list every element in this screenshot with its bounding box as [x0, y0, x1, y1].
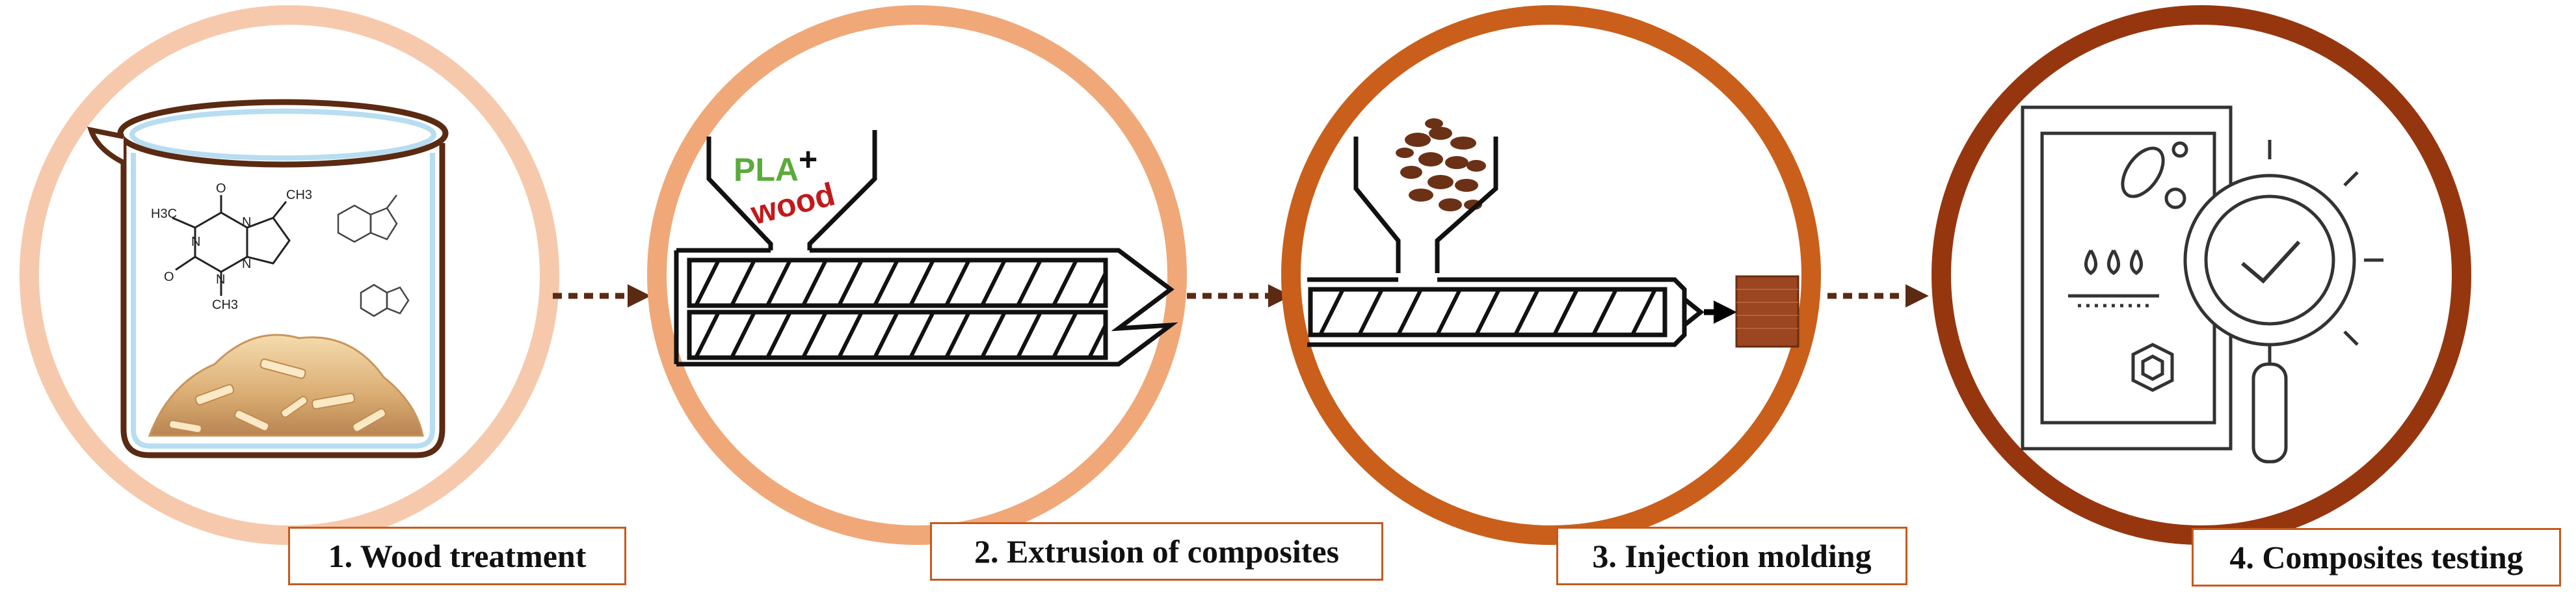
- chem-label-ch3-b: CH3: [212, 298, 238, 312]
- injection-molding-icon: [1307, 118, 1799, 348]
- step-1-group: O O N N N N CH3 H3C CH3: [20, 5, 559, 545]
- step-4-label: 4. Composites testing: [2192, 528, 2561, 587]
- step-3-ring: [1281, 5, 1821, 545]
- step-2-label: 2. Extrusion of composites: [930, 522, 1383, 581]
- chem-label-n1: N: [191, 235, 200, 249]
- step-2-group: PLA + wood: [647, 5, 1187, 545]
- extruder-text-plus: +: [799, 141, 817, 178]
- twin-screw-extruder-icon: [674, 130, 1178, 367]
- step-3-label: 3. Injection molding: [1556, 527, 1907, 585]
- chem-label-n4: N: [242, 257, 251, 271]
- chem-label-n2: N: [216, 272, 225, 287]
- chem-label-o1: O: [216, 181, 226, 196]
- step-1-label: 1. Wood treatment: [288, 527, 626, 585]
- extruder-text-pla: PLA: [734, 152, 799, 188]
- beaker-icon: O O N N N N CH3 H3C CH3: [87, 99, 449, 458]
- molded-block: [1735, 275, 1799, 348]
- step-3-group: [1281, 5, 1821, 545]
- step-2-ring: [647, 5, 1187, 545]
- chem-label-n3: N: [242, 215, 251, 230]
- chem-label-ch3-a: CH3: [286, 188, 312, 202]
- testing-magnifier-icon: [2021, 105, 2383, 464]
- chem-label-o2: O: [164, 270, 174, 284]
- step-4-group: [1932, 5, 2471, 545]
- chem-label-h3c: H3C: [151, 207, 177, 221]
